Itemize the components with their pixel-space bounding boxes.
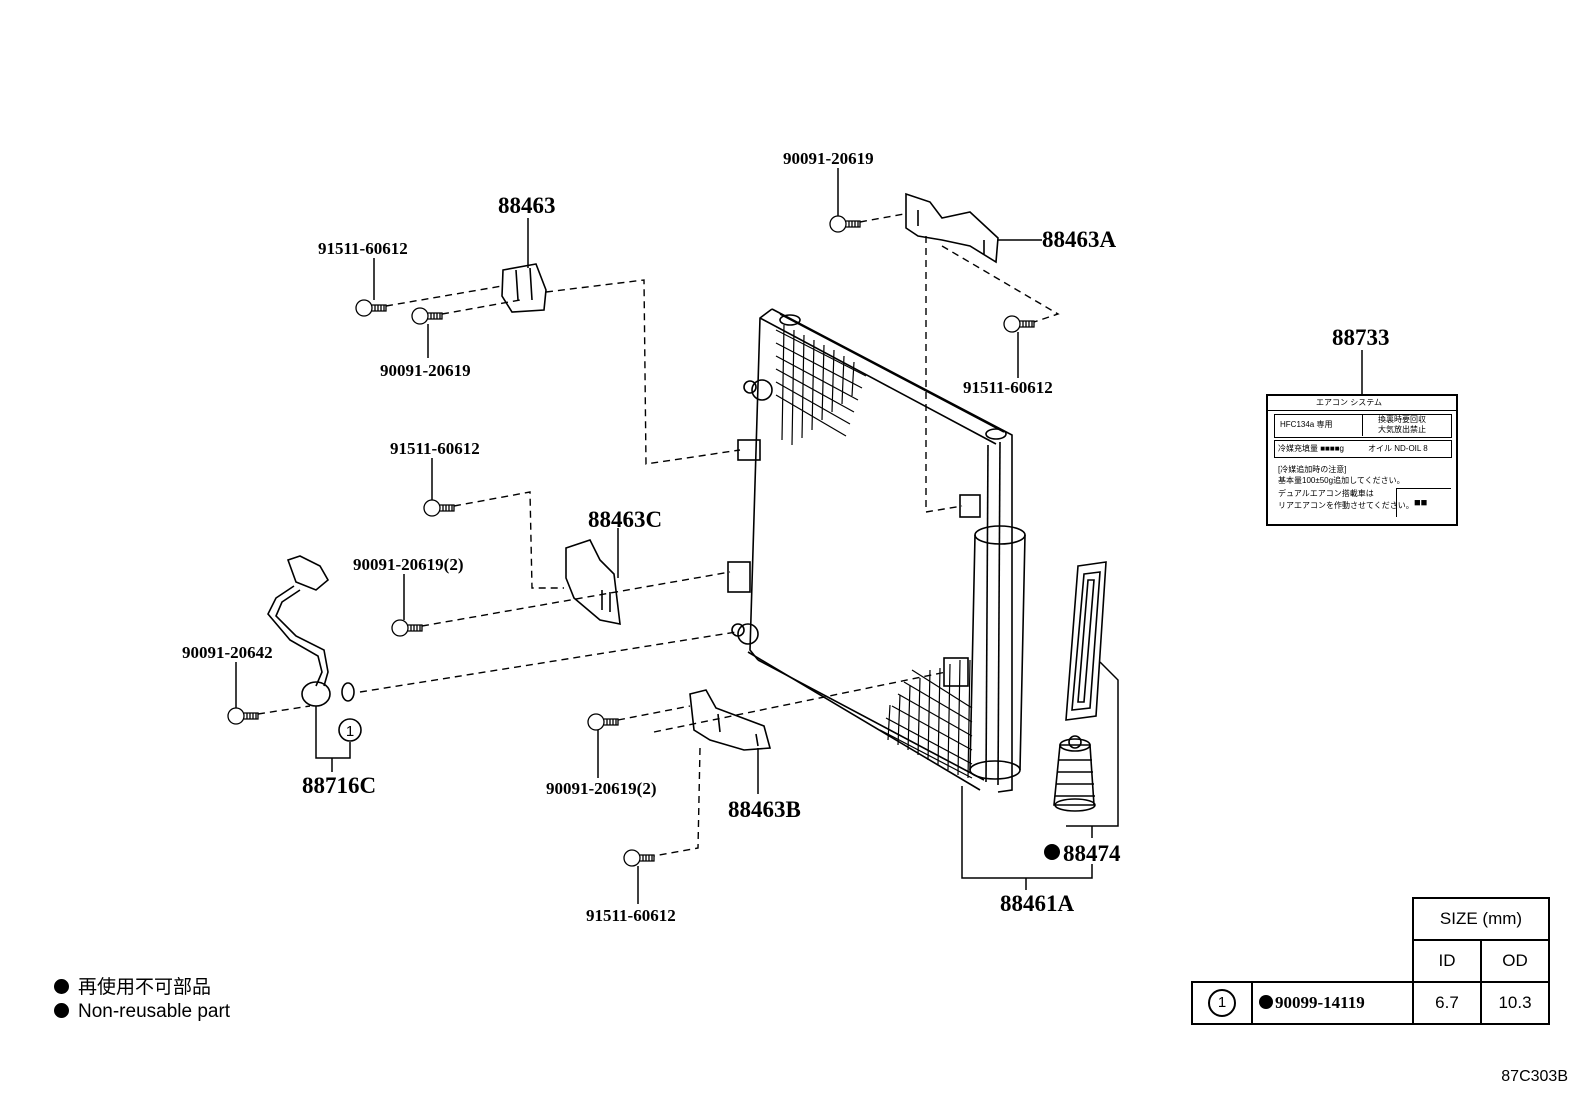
label-note-3: デュアルエアコン搭載車は — [1278, 489, 1374, 498]
ac-caution-label: エアコン システム HFC134a 専用 換裏時要回収 大気放出禁止 冷媒充填量… — [1266, 394, 1458, 526]
label-box: ■■ — [1414, 497, 1428, 509]
non-reusable-dot — [1044, 844, 1060, 860]
sensor-88716c — [267, 555, 355, 707]
bolt-label-90091-2-left: 90091-20619(2) — [353, 555, 464, 574]
legend-dot — [54, 1003, 69, 1018]
assembly-lines — [257, 213, 1060, 857]
non-reusable-dot-small — [1259, 995, 1273, 1009]
bolt-label-90091-top: 90091-20619 — [380, 361, 471, 380]
size-row-ref: 1 — [1208, 989, 1236, 1017]
bolt-label-90091-top-right: 90091-20619 — [783, 149, 874, 168]
label-charge-amount: 冷媒充填量 ■■■■g — [1278, 444, 1344, 453]
filter-88474 — [1053, 561, 1107, 812]
legend-dot — [54, 979, 69, 994]
part-label-88463c: 88463C — [588, 507, 663, 532]
part-label-88463: 88463 — [498, 193, 556, 218]
size-row-part: 90099-14119 — [1275, 993, 1365, 1012]
part-label-88463a: 88463A — [1042, 227, 1117, 252]
label-cell-right-2: 大気放出禁止 — [1378, 425, 1426, 434]
bolt-label-91511-mid: 91511-60612 — [390, 439, 480, 458]
part-label-88463b: 88463B — [728, 797, 801, 822]
callout-number-1: 1 — [346, 723, 354, 740]
bolts — [227, 215, 1035, 867]
legend-text-ja: 再使用不可部品 — [78, 977, 212, 998]
label-cell-right-1: 換裏時要回収 — [1378, 415, 1426, 424]
label-header: エアコン システム — [1316, 398, 1382, 407]
part-label-88461a: 88461A — [1000, 891, 1075, 916]
condenser-core — [727, 308, 1013, 793]
size-col-od: OD — [1480, 939, 1550, 983]
legend-line-en: Non-reusable part — [54, 1002, 230, 1021]
figure-code: 87C303B — [1501, 1068, 1568, 1085]
receiver-dryer — [969, 525, 1026, 780]
part-label-88716c: 88716C — [302, 773, 377, 798]
size-table: SIZE (mm) ID OD 1 90099-14119 6.7 10.3 — [1191, 897, 1550, 1025]
legend-line-ja: 再使用不可部品 — [54, 978, 211, 997]
bracket-88463c — [565, 539, 621, 626]
bolt-label-90091-20642: 90091-20642 — [182, 643, 273, 662]
label-refrigerant: HFC134a 専用 — [1280, 420, 1333, 429]
size-col-id: ID — [1412, 939, 1482, 983]
callout-circle-1 — [338, 718, 362, 742]
label-note-4: リアエアコンを作動させてください。 — [1278, 501, 1414, 510]
part-label-88474: 88474 — [1063, 841, 1121, 866]
bracket-88463 — [501, 263, 547, 313]
label-note-2: 基本量100±50g追加してください。 — [1278, 476, 1405, 485]
table-row: 1 90099-14119 6.7 10.3 — [1191, 981, 1550, 1025]
bolt-label-91511-top: 91511-60612 — [318, 239, 408, 258]
size-header: SIZE (mm) — [1412, 897, 1550, 941]
bolt-label-91511-right: 91511-60612 — [963, 378, 1053, 397]
bolt-label-91511-bottom: 91511-60612 — [586, 906, 676, 925]
label-oil: オイル ND-OIL 8 — [1368, 444, 1428, 453]
leader-lines — [235, 168, 1363, 904]
bracket-88463b — [689, 689, 772, 751]
size-row-od: 10.3 — [1480, 981, 1550, 1025]
size-row-id: 6.7 — [1412, 981, 1482, 1025]
label-note-1: [冷媒追加時の注意] — [1278, 465, 1347, 474]
bolt-label-90091-2-bottom: 90091-20619(2) — [546, 779, 657, 798]
part-label-88733: 88733 — [1332, 325, 1390, 350]
legend-text-en: Non-reusable part — [78, 1001, 231, 1022]
bracket-88463a — [905, 192, 999, 264]
